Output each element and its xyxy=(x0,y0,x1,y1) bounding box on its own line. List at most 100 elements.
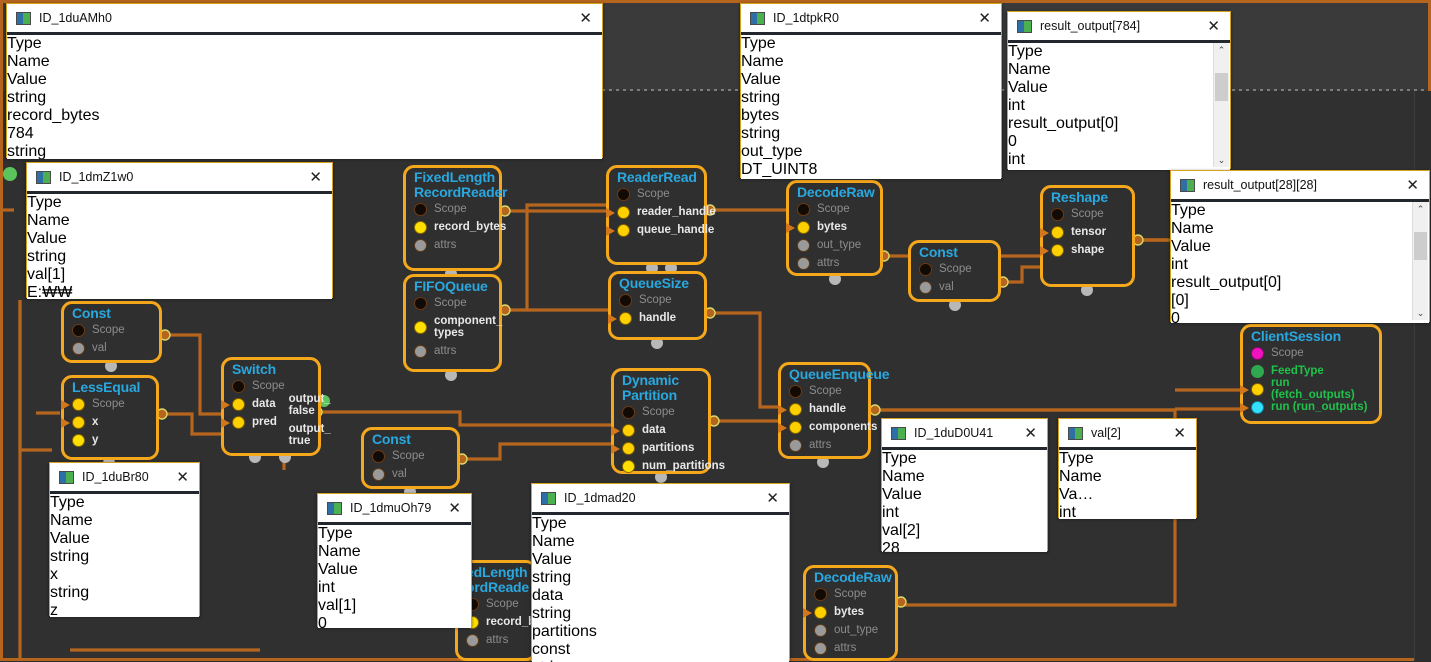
port-dot-icon[interactable] xyxy=(622,459,635,473)
window-titlebar[interactable]: val[2]✕ xyxy=(1059,419,1196,450)
node-port-row[interactable]: attrs xyxy=(414,342,502,360)
column-header[interactable]: Value xyxy=(1008,79,1048,96)
port-dot-icon[interactable] xyxy=(221,397,245,411)
port-dot-icon[interactable] xyxy=(619,293,632,307)
column-header[interactable]: Name xyxy=(27,212,70,229)
port-dot-icon[interactable] xyxy=(778,420,802,434)
window-titlebar[interactable]: result_output[784]✕ xyxy=(1008,12,1230,43)
node-port-row[interactable]: Scope xyxy=(414,200,506,218)
scroll-up-icon[interactable]: ⌃ xyxy=(1416,204,1425,214)
column-header[interactable]: Value xyxy=(318,561,358,578)
window-titlebar[interactable]: ID_1duBr80✕ xyxy=(50,463,199,494)
node-port-row[interactable]: handle xyxy=(608,309,696,327)
column-header[interactable]: Type xyxy=(532,515,567,532)
port-dot-icon[interactable] xyxy=(61,397,85,411)
node-port-row[interactable]: data xyxy=(611,421,725,439)
port-dot-icon[interactable] xyxy=(789,384,802,398)
node-port-row[interactable]: attrs xyxy=(797,254,872,272)
port-dot-icon[interactable] xyxy=(797,238,810,252)
node-port-row[interactable]: out_type xyxy=(814,621,887,639)
port-dot-icon[interactable] xyxy=(372,467,385,481)
node-port-row[interactable]: shape xyxy=(1040,241,1124,259)
column-header[interactable]: Type xyxy=(7,35,42,52)
port-dot-icon[interactable] xyxy=(608,311,632,325)
port-dot-icon[interactable] xyxy=(61,415,85,429)
node-port-row[interactable]: Scope xyxy=(919,260,990,278)
close-icon[interactable]: ✕ xyxy=(1024,424,1037,442)
node-port-row[interactable]: Scope xyxy=(789,382,877,400)
port-dot-icon[interactable] xyxy=(1251,364,1264,378)
column-header[interactable]: Value xyxy=(741,71,781,88)
node-port-row[interactable]: val xyxy=(372,465,449,483)
port-dot-icon[interactable] xyxy=(1051,207,1064,221)
port-dot-icon[interactable] xyxy=(1240,400,1264,414)
port-dot-icon[interactable] xyxy=(1040,243,1064,257)
port-dot-icon[interactable] xyxy=(414,296,427,310)
node-port-row[interactable]: tensor xyxy=(1040,223,1124,241)
column-header[interactable]: Value xyxy=(50,530,90,547)
column-header[interactable]: Value xyxy=(1171,238,1211,255)
column-header[interactable]: Name xyxy=(318,543,361,560)
node-port-row[interactable]: record_bytes xyxy=(414,218,506,236)
node-port-row[interactable]: Scope xyxy=(1251,344,1371,362)
close-icon[interactable]: ✕ xyxy=(309,168,322,186)
port-dot-icon[interactable] xyxy=(414,320,427,334)
node-port-row[interactable]: reader_handle xyxy=(606,203,716,221)
column-header[interactable]: Name xyxy=(882,468,925,485)
port-dot-icon[interactable] xyxy=(622,405,635,419)
node-port-row[interactable]: components xyxy=(778,418,877,436)
node-port-row[interactable]: partitions xyxy=(611,439,725,457)
column-header[interactable]: Type xyxy=(27,194,62,211)
node-port-row[interactable]: val xyxy=(72,339,151,357)
column-header[interactable]: Type xyxy=(318,525,353,542)
column-header[interactable]: Value xyxy=(27,230,67,247)
port-dot-icon[interactable] xyxy=(803,605,827,619)
node-port-row[interactable]: num_partitions xyxy=(622,457,725,475)
port-dot-icon[interactable] xyxy=(414,238,427,252)
scroll-down-icon[interactable]: ⌄ xyxy=(1416,308,1425,318)
port-dot-icon[interactable] xyxy=(611,423,635,437)
node-port-row[interactable]: attrs xyxy=(789,436,877,454)
column-header[interactable]: Type xyxy=(882,450,917,467)
column-header[interactable]: Name xyxy=(1008,61,1051,78)
close-icon[interactable]: ✕ xyxy=(766,489,779,507)
column-header[interactable]: Name xyxy=(532,533,575,550)
node-port-row[interactable]: attrs xyxy=(466,631,558,649)
node-port-row[interactable]: attrs xyxy=(414,236,506,254)
window-titlebar[interactable]: ID_1dmZ1w0✕ xyxy=(27,163,332,194)
column-header[interactable]: Value xyxy=(882,486,922,503)
column-header[interactable]: Type xyxy=(1008,43,1043,60)
port-dot-icon[interactable] xyxy=(919,262,932,276)
column-header[interactable]: Value xyxy=(7,71,47,88)
node-port-row[interactable]: Scope xyxy=(1051,205,1124,223)
port-dot-icon[interactable] xyxy=(814,587,827,601)
port-dot-icon[interactable] xyxy=(1251,346,1264,360)
port-dot-icon[interactable] xyxy=(72,323,85,337)
node-port-row[interactable]: queue_handle xyxy=(606,221,716,239)
node-port-row[interactable]: bytes xyxy=(786,218,872,236)
node-port-row[interactable]: pred xyxy=(221,413,285,431)
table-row[interactable]: stringval[1]E:₩₩₩MNIST₩₩₩t10k-images.idx… xyxy=(27,248,332,299)
close-icon[interactable]: ✕ xyxy=(176,468,189,486)
port-dot-icon[interactable] xyxy=(778,402,802,416)
node-port-row[interactable]: run (run_outputs) xyxy=(1240,398,1371,416)
port-dot-icon[interactable] xyxy=(789,438,802,452)
node-port-row[interactable]: Scope xyxy=(622,403,725,421)
node-port-row[interactable]: attrs xyxy=(814,639,887,657)
window-titlebar[interactable]: ID_1duD0U41✕ xyxy=(882,419,1047,450)
window-titlebar[interactable]: ID_1duAMh0✕ xyxy=(7,4,602,35)
